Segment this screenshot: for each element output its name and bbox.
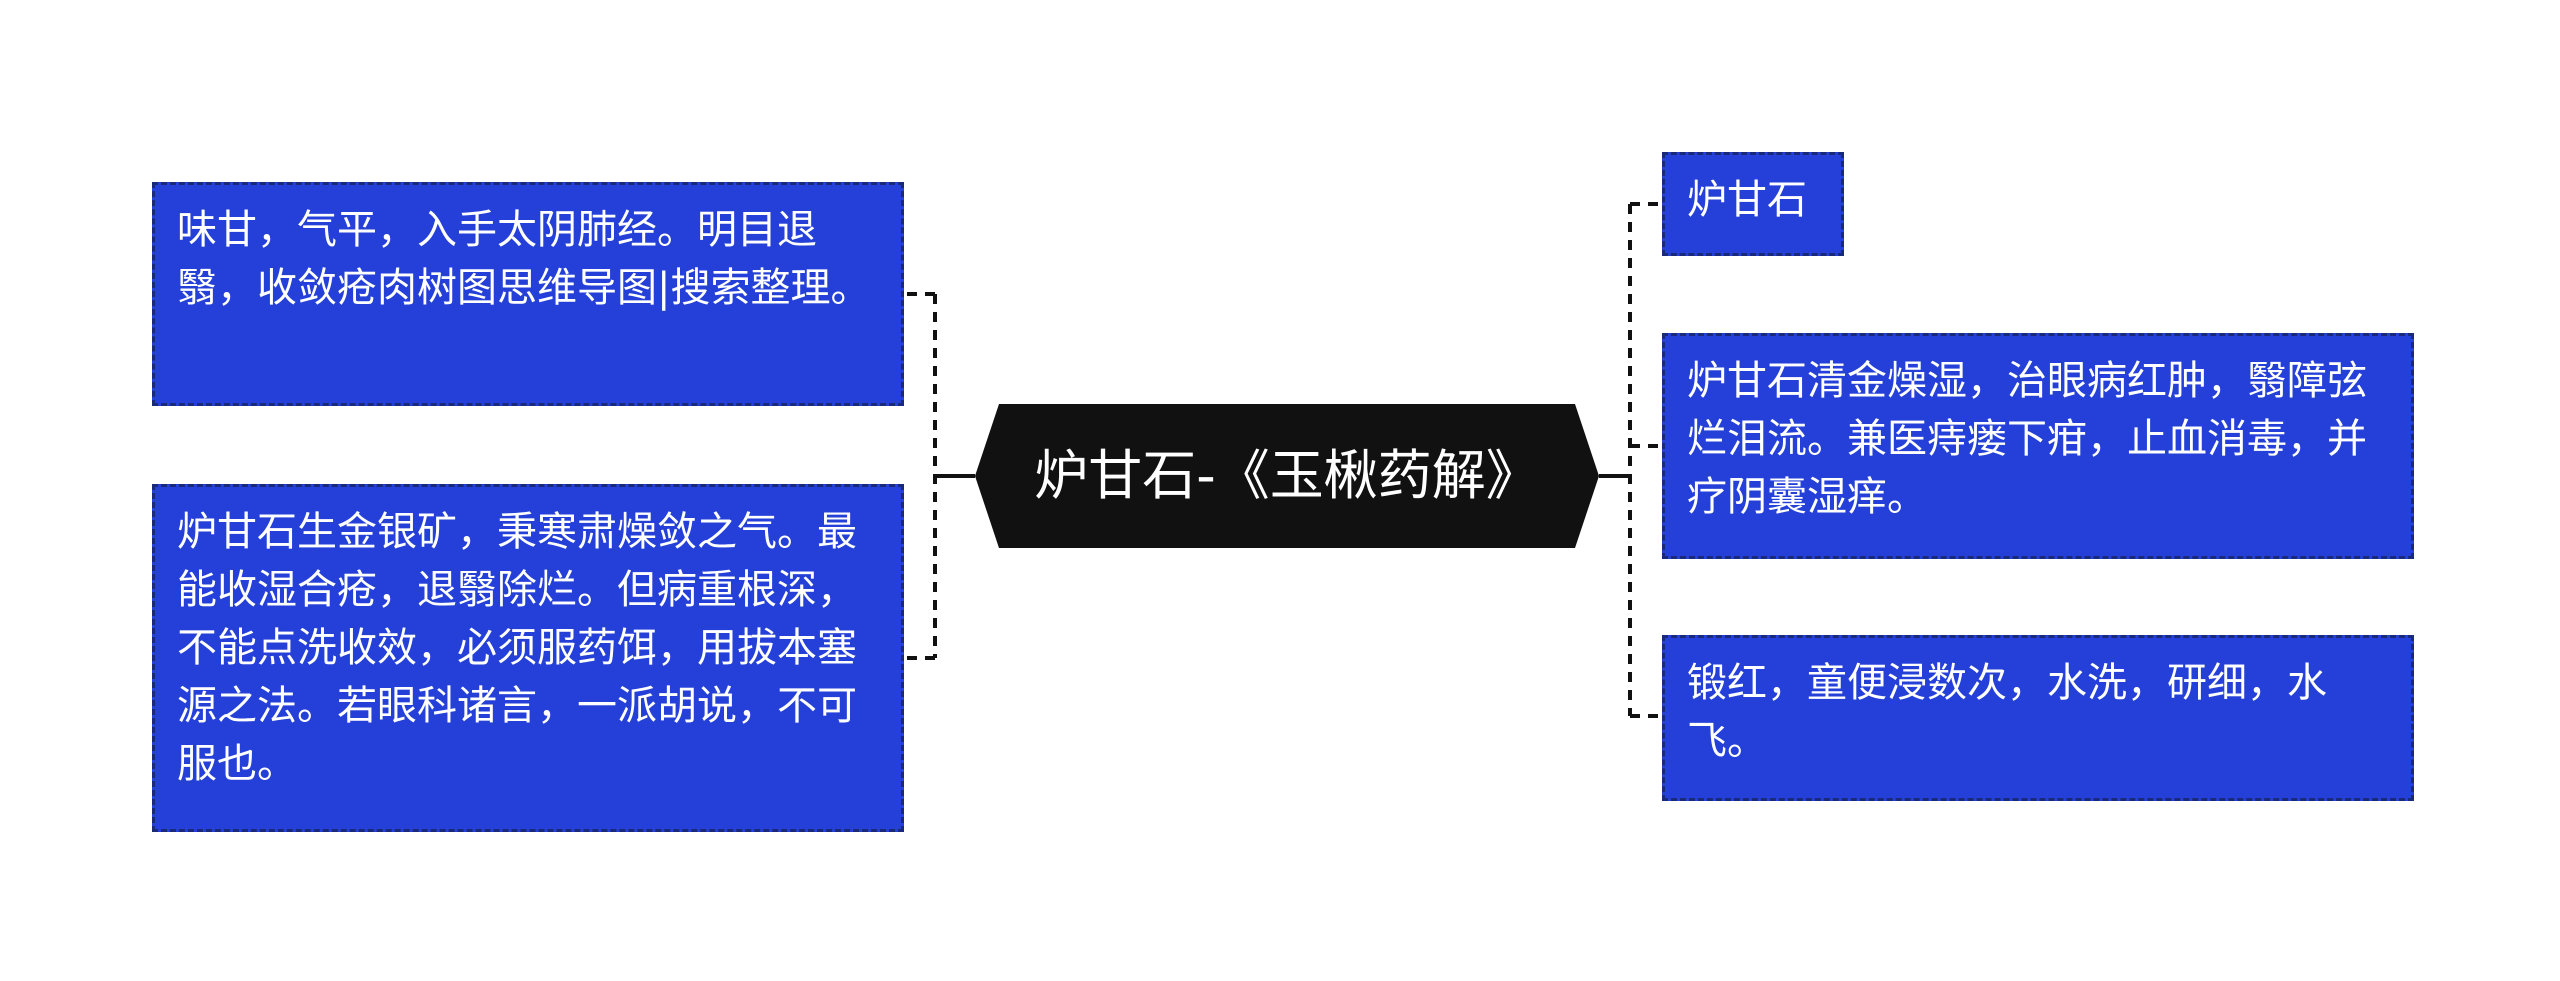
right-node-2[interactable]: 炉甘石清金燥湿，治眼病红肿，翳障弦烂泪流。兼医痔瘘下疳，止血消毒，并疗阴囊湿痒。 [1662, 333, 2414, 559]
right-node-1-text: 炉甘石 [1687, 177, 1807, 223]
right-node-2-text: 炉甘石清金燥湿，治眼病红肿，翳障弦烂泪流。兼医痔瘘下疳，止血消毒，并疗阴囊湿痒。 [1687, 358, 2367, 520]
right-node-3[interactable]: 锻红，童便浸数次，水洗，研细，水飞。 [1662, 635, 2414, 801]
center-topic-title: 炉甘石-《玉楸药解》 [1034, 444, 1540, 507]
right-node-1[interactable]: 炉甘石 [1662, 152, 1844, 256]
left-node-2[interactable]: 炉甘石生金银矿，秉寒肃燥敛之气。最能收湿合疮，退翳除烂。但病重根深，不能点洗收效… [152, 484, 904, 832]
right-node-3-text: 锻红，童便浸数次，水洗，研细，水飞。 [1687, 660, 2327, 764]
center-topic-node[interactable]: 炉甘石-《玉楸药解》 [975, 404, 1599, 548]
left-node-1[interactable]: 味甘，气平，入手太阴肺经。明目退翳，收敛疮肉树图思维导图|搜索整理。 [152, 182, 904, 406]
center-node-shape [975, 404, 1599, 548]
left-node-1-text: 味甘，气平，入手太阴肺经。明目退翳，收敛疮肉树图思维导图|搜索整理。 [177, 207, 871, 311]
left-node-2-text: 炉甘石生金银矿，秉寒肃燥敛之气。最能收湿合疮，退翳除烂。但病重根深，不能点洗收效… [177, 509, 857, 787]
